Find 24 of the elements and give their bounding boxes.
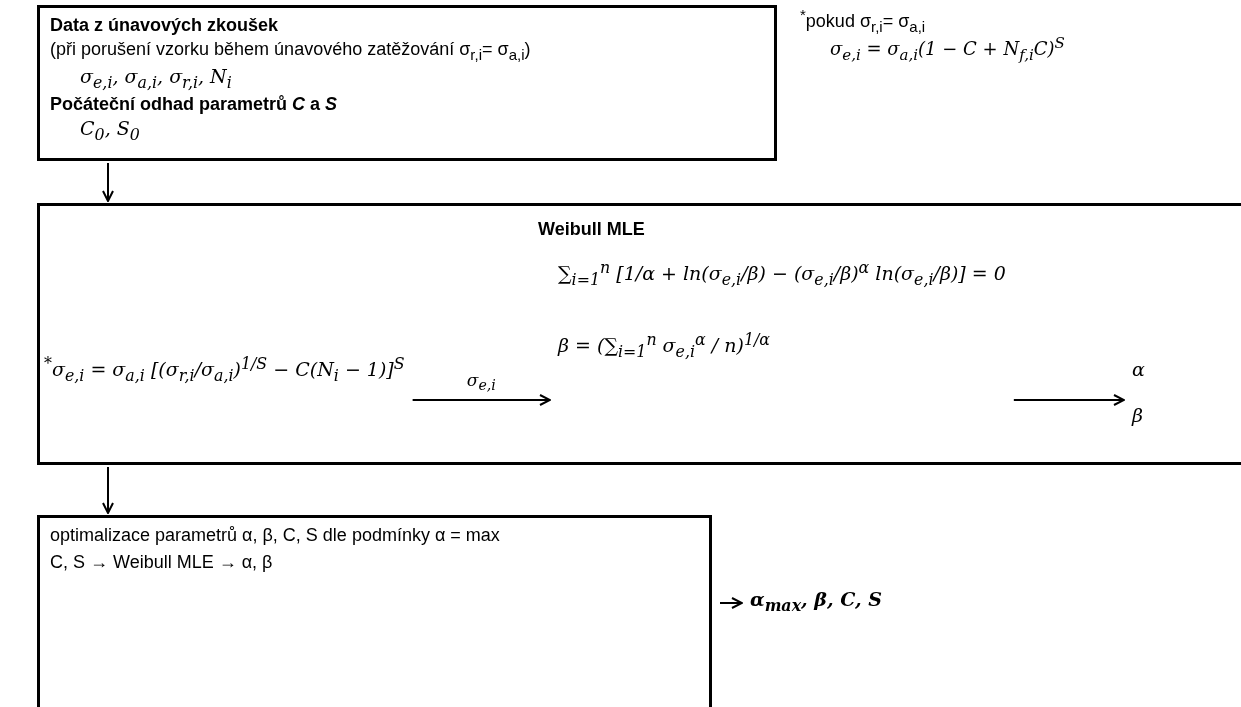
heading-text: Počáteční odhad parametrů C a S [50, 93, 339, 116]
formula-text: ∑$_{i=1}$$^{n}$ [1/α + ln(σ$_{e,i}$/β) − (σ$_{e,i}$/β)$^{α}$ ln(σ$_{e,i}$/β)] = 0 [558, 258, 1006, 290]
heading-text: Data z únavových zkoušek [50, 14, 280, 37]
formula-text: β = (∑$_{i=1}$$^{n}$ σ$_{e,i}$$^{α}$ / n)$^{1/α}$ [558, 329, 771, 362]
arrow [719, 597, 743, 609]
formula-text: β [1132, 403, 1144, 428]
arrow [102, 162, 114, 202]
arrow [102, 466, 114, 514]
heading-text: Weibull MLE [538, 218, 645, 241]
formula-text: σ$_{e,i}$ = σ$_{a,i}$(1 − C + N$_{f,i}$C)$^{S}$ [830, 34, 1065, 64]
formula-text: α$_{max}$, β, C, S [750, 588, 882, 616]
formula-text: α [1132, 358, 1145, 382]
process-box [37, 515, 712, 707]
process-box [37, 5, 777, 161]
formula-text: σ$_{e,i}$, σ$_{a,i}$, σ$_{r,i}$, N$_{i}$ [79, 64, 233, 93]
formula-text: C$_{0}$, S$_{0}$ [79, 116, 141, 145]
arrow [1012, 394, 1125, 406]
note-text: $^{*}$pokud σ$_{r,i}$= σ$_{a,i}$ [800, 6, 926, 35]
body-text: (při porušení vzorku během únavového zatěžování σ$_{r,i}$= σ$_{a,i}$) [50, 37, 532, 64]
body-text: C, S → Weibull MLE → α, β [50, 550, 274, 573]
body-text: optimalizace parametrů α, β, C, S dle podmínky α = max [50, 524, 501, 547]
arrow [411, 394, 551, 406]
process-box [37, 203, 1241, 465]
formula-text: $^{*}$σ$_{e,i}$ = σ$_{a,i}$ [(σ$_{r,i}$/σ$_{a,i}$)$^{1/S}$ − C(N$_{i}$ − 1)]$^{S}$ [44, 354, 405, 386]
